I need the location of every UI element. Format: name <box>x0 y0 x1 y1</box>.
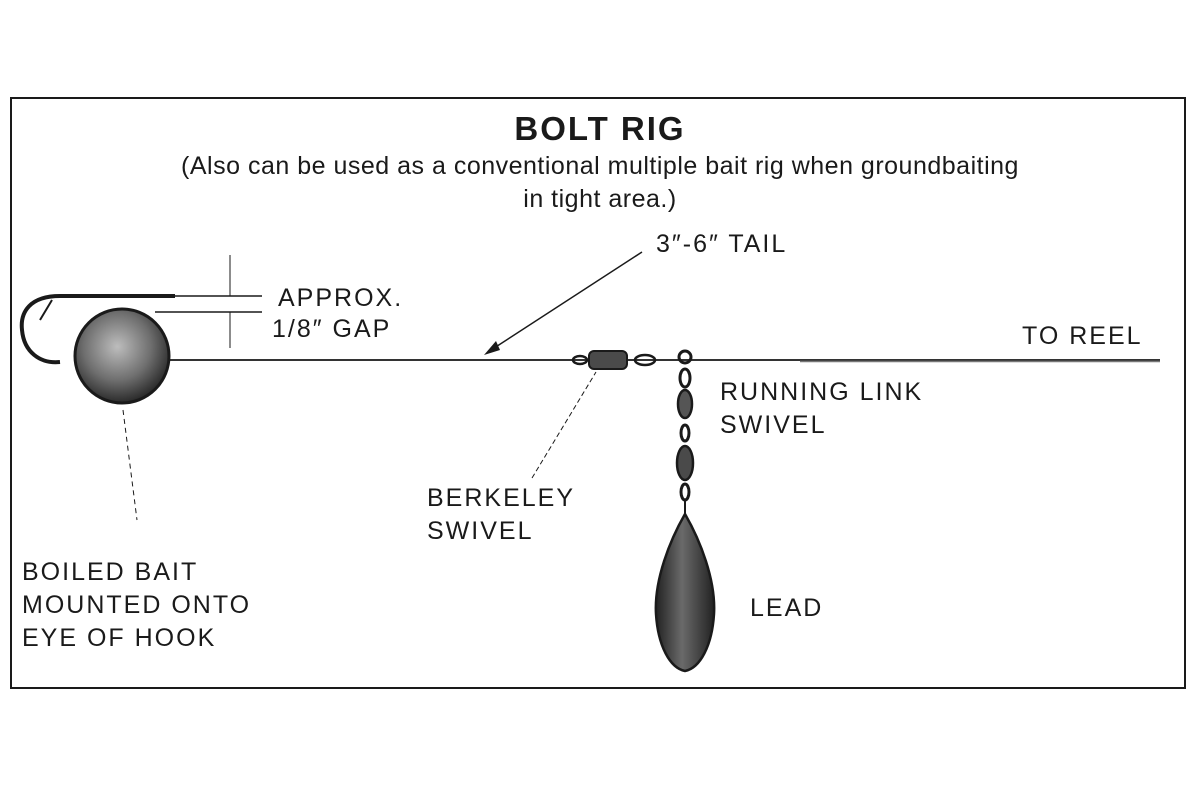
berkeley-swivel-barrel <box>588 350 628 370</box>
gap-label-line2: 1/8″ GAP <box>272 315 392 343</box>
hook-barb <box>39 299 53 321</box>
diagram-title: BOLT RIG <box>514 110 686 147</box>
link-segment-5 <box>679 482 691 502</box>
link-segment-2 <box>676 388 694 420</box>
berkeley-swivel-eye-left <box>571 354 589 366</box>
lead-weight <box>654 511 716 673</box>
boiled-bait <box>73 307 171 405</box>
berkeley-label-line1: BERKELEY <box>427 484 576 512</box>
gap-label-line1: APPROX. <box>278 284 404 312</box>
berkeley-label-line2: SWIVEL <box>427 517 534 545</box>
to-reel-label: TO REEL <box>1022 322 1143 350</box>
diagram-frame <box>10 97 1186 689</box>
bait-label-line3: EYE OF HOOK <box>22 624 217 652</box>
link-segment-3 <box>679 423 691 443</box>
berkeley-pointer <box>531 371 597 479</box>
bait-pointer <box>122 409 138 521</box>
diagram-subtitle-line2: in tight area.) <box>523 185 677 213</box>
running-link-label-line2: SWIVEL <box>720 411 827 439</box>
running-link-label-line1: RUNNING LINK <box>720 378 924 406</box>
tail-arrowhead <box>484 341 500 355</box>
bait-label-line1: BOILED BAIT <box>22 558 199 586</box>
running-link-ring <box>677 349 693 365</box>
berkeley-swivel-eye-right <box>633 353 657 367</box>
bait-label-line2: MOUNTED ONTO <box>22 591 252 619</box>
hook <box>19 294 175 365</box>
link-segment-4 <box>675 444 695 482</box>
tail-label: 3″-6″ TAIL <box>656 230 788 258</box>
tail-pointer <box>487 251 643 353</box>
link-segment-1 <box>678 367 692 389</box>
lead-label: LEAD <box>750 594 824 622</box>
diagram-subtitle-line1: (Also can be used as a conventional mult… <box>181 152 1019 180</box>
